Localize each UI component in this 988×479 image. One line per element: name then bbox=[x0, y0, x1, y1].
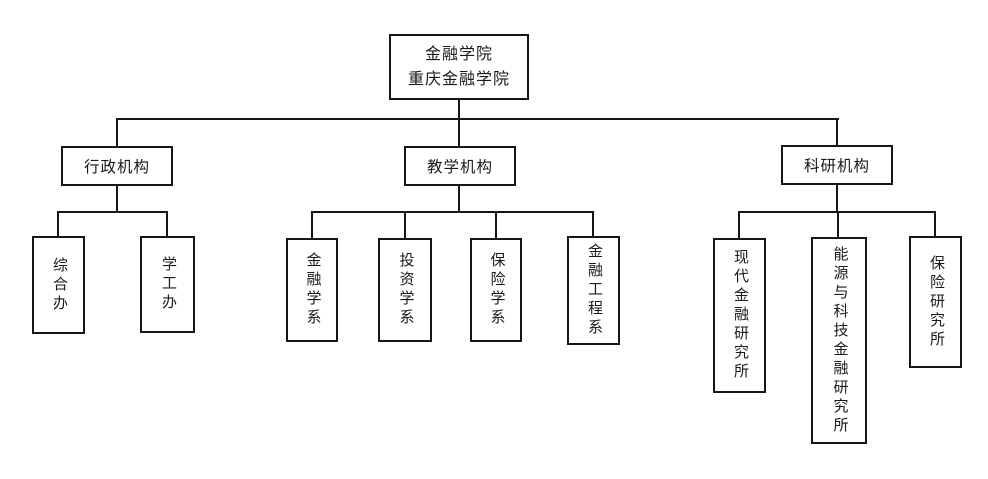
node-root: 金融学院 重庆金融学院 bbox=[389, 34, 529, 100]
connector-admin-riser bbox=[116, 118, 118, 146]
node-investment-dept: 投资学系 bbox=[378, 238, 432, 342]
node-financial-engineering-dept: 金融工程系 bbox=[567, 236, 620, 345]
connector-research-riser bbox=[836, 118, 838, 145]
node-student-affairs-office-label: 学工办 bbox=[160, 256, 176, 313]
connector-teaching-child2-drop bbox=[404, 211, 406, 238]
connector-research-child1-drop bbox=[738, 211, 740, 238]
node-finance-dept: 金融学系 bbox=[286, 238, 338, 342]
node-investment-dept-label: 投资学系 bbox=[397, 252, 414, 328]
node-insurance-dept: 保险学系 bbox=[470, 238, 522, 342]
connector-teaching-child3-drop bbox=[495, 211, 497, 238]
node-insurance-dept-label: 保险学系 bbox=[488, 252, 505, 328]
node-root-label-line1: 金融学院 bbox=[424, 46, 493, 63]
node-admin-org: 行政机构 bbox=[61, 146, 173, 186]
connector-teaching-bus bbox=[311, 211, 594, 213]
node-finance-dept-label: 金融学系 bbox=[304, 252, 321, 328]
connector-admin-child1-drop bbox=[57, 211, 59, 236]
node-general-office: 综合办 bbox=[32, 236, 85, 334]
node-admin-org-label: 行政机构 bbox=[83, 159, 150, 176]
connector-admin-bus bbox=[57, 211, 168, 213]
node-insurance-institute-label: 保险研究所 bbox=[928, 254, 944, 350]
node-modern-finance-institute: 现代金融研究所 bbox=[713, 238, 766, 393]
connector-teaching-drop bbox=[458, 186, 460, 213]
node-teaching-org: 教学机构 bbox=[404, 146, 516, 186]
node-energy-tech-finance-institute-label: 能源与科技金融研究所 bbox=[831, 245, 848, 436]
connector-research-child2-drop bbox=[837, 211, 839, 237]
connector-research-child3-drop bbox=[934, 211, 936, 236]
node-insurance-institute: 保险研究所 bbox=[909, 236, 962, 368]
connector-research-drop bbox=[836, 185, 838, 213]
node-root-label-line2: 重庆金融学院 bbox=[407, 71, 510, 88]
node-modern-finance-institute-label: 现代金融研究所 bbox=[732, 249, 748, 382]
connector-root-drop bbox=[458, 100, 460, 120]
node-general-office-label: 综合办 bbox=[51, 256, 67, 314]
connector-teaching-child4-drop bbox=[592, 211, 594, 236]
connector-admin-child2-drop bbox=[166, 211, 168, 236]
node-research-org: 科研机构 bbox=[781, 145, 893, 185]
connector-teaching-riser bbox=[458, 118, 460, 146]
node-financial-engineering-dept-label: 金融工程系 bbox=[586, 243, 602, 338]
connector-admin-drop bbox=[116, 186, 118, 213]
node-energy-tech-finance-institute: 能源与科技金融研究所 bbox=[811, 237, 867, 444]
node-teaching-org-label: 教学机构 bbox=[426, 159, 493, 176]
connector-teaching-child1-drop bbox=[311, 211, 313, 238]
node-student-affairs-office: 学工办 bbox=[140, 236, 195, 333]
connector-main-bus bbox=[116, 118, 839, 120]
node-research-org-label: 科研机构 bbox=[803, 158, 870, 175]
